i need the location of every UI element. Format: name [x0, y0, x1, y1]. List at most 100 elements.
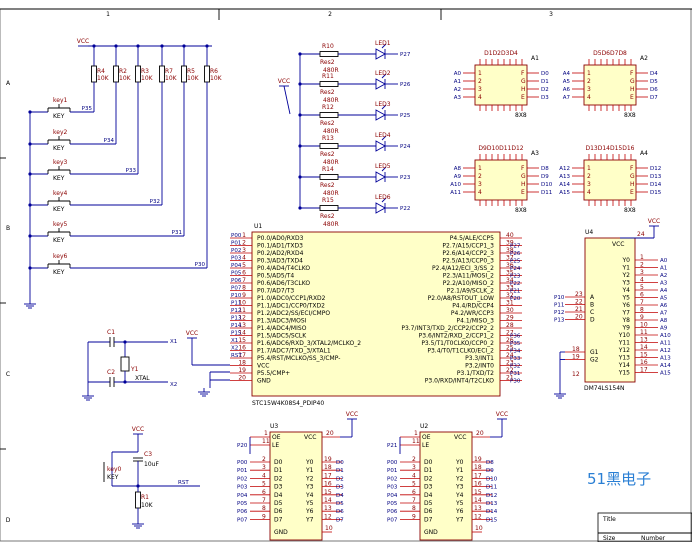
decoder-vcc-num: 24 [637, 231, 645, 238]
decoder-output-net: A8 [660, 318, 668, 324]
mcu-right-pin-num: 25 [506, 345, 514, 352]
display-pin-num: 3 [587, 86, 591, 93]
display-pin-num: 1 [587, 70, 591, 77]
mcu-right-pin: P3.1/TXD/T2 [457, 370, 494, 377]
junction-dot [182, 44, 186, 48]
latch-vcc-pin: VCC [304, 434, 316, 441]
title-label: Title [602, 516, 616, 523]
latch-in-net: P02 [237, 476, 247, 482]
decoder-output-net: A11 [660, 341, 671, 347]
decoder-output-pin: Y3 [622, 280, 631, 287]
display-pin-num: 3 [587, 181, 591, 188]
mcu-right-pin-num: 39 [506, 240, 514, 247]
mcu-left-pin-num: 5 [242, 262, 246, 269]
decoder-output-net: A2 [660, 273, 667, 279]
led-resistor-value: 480R [323, 221, 339, 228]
latch-oe-pin: OE [272, 434, 281, 441]
latch-y-pin: Y5 [305, 500, 314, 507]
latch-ref: U3 [270, 423, 278, 430]
display-size: 8X8 [515, 112, 527, 119]
display-top-label: D1D2D3D4 [484, 50, 518, 57]
mcu-left-net: P13 [231, 316, 242, 322]
key-label: key1 [53, 97, 68, 104]
resistor-body [135, 65, 141, 83]
display-row-net: A1 [454, 79, 461, 85]
display-col-net: D10 [541, 182, 553, 188]
led-resistor-type: Res2 [320, 213, 335, 220]
decoder-input-num: 20 [575, 314, 583, 321]
vcc-label: VCC [186, 330, 198, 337]
led-resistor-value: 480R [323, 190, 339, 197]
column-label: 1 [106, 11, 110, 18]
latch-out-net: D2 [336, 476, 344, 482]
mcu-right-pin: P2.7/A15/CCP1_3 [442, 243, 494, 250]
latch-out-net: D9 [486, 468, 494, 474]
latch-oe-num: 1 [264, 430, 268, 437]
mcu-left-pin: P0.6/AD6/T3CLKO [257, 280, 310, 287]
display-row-net: A11 [450, 190, 461, 196]
display-ref: A1 [531, 55, 539, 62]
vcc-label: VCC [278, 78, 290, 85]
mcu-left-pin: GND [257, 378, 271, 385]
mcu-right-pin-num: 27 [506, 330, 514, 337]
latch-in-num: 3 [412, 464, 416, 471]
decoder-output-pin: Y11 [618, 340, 630, 347]
display-pin-letter: G [630, 173, 635, 180]
reset-cap-value: 10uF [144, 461, 159, 468]
decoder-vcc-pin: VCC [612, 241, 624, 248]
latch-y-pin: Y2 [455, 475, 464, 482]
reset-key-label: key0 [107, 466, 122, 473]
junction-dot [205, 44, 209, 48]
key-label: key4 [53, 190, 68, 197]
latch-out-net: D1 [336, 468, 344, 474]
decoder-output-pin: Y8 [622, 317, 631, 324]
mcu-left-pin-num: 8 [242, 285, 246, 292]
led-block: VCCR10Res2480RLED1P27R11Res2480RLED2P26R… [278, 40, 411, 228]
mcu-left-pin-num: 15 [238, 337, 246, 344]
pullup-ref: R2 [119, 68, 127, 75]
latch-y-pin: Y1 [305, 467, 314, 474]
latch-in-num: 6 [412, 489, 416, 496]
key-type: KEY [53, 269, 65, 276]
mcu-left-net: P06 [231, 278, 242, 284]
led-resistor-type: Res2 [320, 120, 335, 127]
display-pin-letter: F [630, 165, 634, 172]
junction-dot [298, 206, 302, 210]
latch-body-U2 [419, 431, 473, 541]
mcu-right-pin: P4.1/MISO_3 [457, 318, 495, 325]
mcu-left-pin: P0.5/AD5/T4 [257, 273, 294, 280]
resistor-body [319, 51, 339, 57]
mcu-right-pin: P3.3/INT1 [465, 355, 494, 362]
decoder-output-num: 11 [640, 329, 648, 336]
mcu-block: U1STC15W4K08S4_PDIP40P0.0/AD0/RXD31P00P0… [186, 223, 522, 407]
latch-oe-num: 1 [414, 430, 418, 437]
pullup-ref: R5 [187, 68, 195, 75]
latch-in-num: 4 [412, 472, 416, 479]
pullup-value: 10K [119, 75, 132, 82]
latch-d-pin: D2 [424, 475, 433, 482]
mcu-left-net: P00 [231, 233, 242, 239]
decoder-input-net: P10 [554, 295, 565, 301]
key-type: KEY [53, 113, 65, 120]
mcu-left-pin-num: 14 [238, 330, 246, 337]
decoder-output-num: 8 [640, 307, 644, 314]
display-size: 8X8 [624, 207, 636, 214]
display-size: 8X8 [515, 207, 527, 214]
latch-out-net: D12 [486, 493, 497, 499]
led-ray [381, 104, 387, 110]
led-ray [381, 43, 387, 49]
mcu-left-pin: P1.7/ADC7/TXD_3/XTAL1 [257, 348, 331, 355]
led-port-net: P26 [400, 82, 411, 88]
mcu-left-net: P04 [231, 263, 242, 269]
mcu-left-pin: P0.2/AD2/RXD4 [257, 250, 304, 257]
display-pin-num: 2 [478, 78, 482, 85]
display-col-net: D3 [541, 95, 549, 101]
latch-in-num: 2 [262, 456, 266, 463]
resistor-body [319, 205, 339, 211]
decoder-output-num: 14 [640, 344, 648, 351]
mcu-left-pin-num: 12 [238, 315, 246, 322]
display-row-net: A8 [454, 166, 462, 172]
latch-d-pin: D6 [274, 508, 283, 515]
